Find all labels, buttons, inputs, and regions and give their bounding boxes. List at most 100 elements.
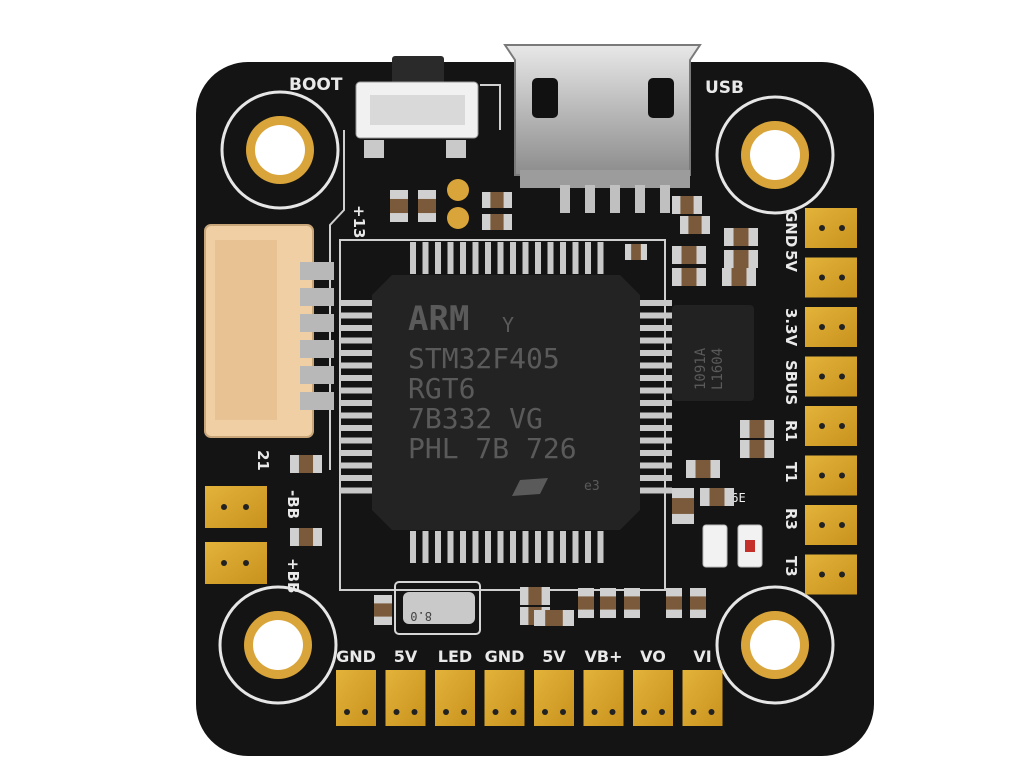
solder-pad — [484, 670, 525, 726]
solder-pad — [805, 356, 857, 397]
bottom-pads — [336, 670, 723, 726]
mcu-pin — [340, 462, 372, 469]
gyro-text-1: L1604 — [710, 348, 726, 390]
mcu-pin — [340, 412, 372, 419]
right-pads — [805, 208, 857, 595]
smd-component — [374, 595, 392, 625]
label-usb: USB — [705, 78, 744, 98]
label-bottom-pad: GND — [485, 647, 525, 666]
mcu-pin — [640, 487, 672, 494]
smd-component — [700, 488, 734, 506]
mcu-pin — [497, 242, 504, 274]
label-3v3: 3.3V — [782, 308, 800, 347]
label-sbus: SBUS — [782, 360, 800, 405]
label-bb-plus: +BB — [284, 558, 302, 593]
solder-pad — [805, 455, 857, 496]
mcu-pin — [340, 475, 372, 481]
chip-line-4: PHL 7B 726 — [408, 432, 577, 465]
solder-pad — [805, 208, 857, 248]
mcu-pin — [447, 531, 454, 563]
smd-component — [520, 587, 550, 605]
label-t1: T1 — [782, 462, 800, 483]
mcu-pin — [640, 387, 672, 394]
mount-hole-bottom-left — [218, 585, 338, 705]
label-t3: T3 — [782, 556, 800, 577]
smd-component — [482, 192, 512, 208]
mcu-pin — [640, 437, 672, 444]
smd-component — [624, 588, 640, 618]
mcu-pin — [640, 375, 672, 381]
mcu-pin — [472, 531, 479, 563]
mcu-pin — [640, 300, 672, 306]
mcu-pin — [340, 487, 372, 494]
smd-component — [534, 610, 574, 626]
label-bb-minus: -BB — [284, 490, 302, 519]
mcu-pin — [640, 312, 672, 319]
usb-connector — [503, 44, 702, 213]
smd-component — [666, 588, 682, 618]
label-boot: BOOT — [289, 75, 343, 95]
mcu-pin — [340, 337, 372, 344]
mcu-pin — [547, 242, 554, 274]
mcu-pin — [460, 242, 466, 274]
solder-pad — [435, 670, 475, 726]
gyro-text-2: 1091A — [693, 347, 709, 390]
mcu-pin — [340, 425, 372, 431]
smd-component — [290, 528, 322, 546]
mcu-pin — [410, 531, 416, 563]
solder-pad — [534, 670, 574, 726]
trace-outline — [480, 84, 501, 130]
smd-component — [672, 196, 702, 214]
mcu-pin — [340, 375, 372, 381]
smd-component — [290, 455, 322, 473]
smd-component — [390, 190, 408, 222]
jst-connector — [204, 224, 334, 438]
smd-component — [690, 588, 706, 618]
mcu-pin — [435, 531, 441, 563]
mount-hole-top-right — [715, 95, 835, 215]
mcu-pin — [640, 412, 672, 419]
label-bottom-pad: LED — [438, 647, 472, 666]
mcu-pin — [472, 242, 479, 274]
led-dot — [745, 540, 755, 552]
mcu-pin — [410, 242, 416, 274]
label-pin21: 21 — [254, 450, 272, 471]
label-plus13: +13 — [350, 205, 368, 238]
solder-pad — [682, 670, 723, 726]
smd-component — [672, 268, 706, 286]
mcu-pin — [435, 242, 441, 274]
chip-line-3: 7B332 VG — [408, 402, 543, 435]
mcu-pin — [340, 325, 372, 331]
mcu-pin — [340, 387, 372, 394]
mcu-pin — [340, 400, 372, 406]
mcu-pin — [535, 531, 541, 563]
mcu-pin — [640, 462, 672, 469]
mcu-pin — [340, 312, 372, 319]
label-bottom-pad: GND — [336, 647, 376, 666]
label-bottom-pad: VO — [640, 647, 666, 666]
mcu-pin — [422, 242, 429, 274]
solder-pad — [805, 505, 857, 545]
mcu-pin — [535, 242, 541, 274]
mcu-pin — [640, 337, 672, 344]
mcu-pin — [447, 242, 454, 274]
label-5v-right: 5V — [782, 250, 800, 272]
solder-pad — [805, 257, 857, 298]
solder-pad — [633, 670, 673, 726]
smd-component — [578, 588, 594, 618]
mcu-pin — [640, 325, 672, 331]
mcu-pin — [497, 531, 504, 563]
chip-brand-suffix: Y — [502, 313, 514, 337]
mcu-pin — [460, 531, 466, 563]
label-r3: R3 — [782, 508, 800, 530]
test-pad — [447, 179, 469, 201]
mcu-pin — [640, 475, 672, 481]
smd-component — [740, 440, 774, 458]
mcu-pin — [340, 350, 372, 356]
mcu-pin — [640, 350, 672, 356]
mcu-pin — [640, 450, 672, 456]
chip-line-2: RGT6 — [408, 372, 475, 405]
mcu-pin — [422, 531, 429, 563]
smd-component — [680, 216, 710, 234]
